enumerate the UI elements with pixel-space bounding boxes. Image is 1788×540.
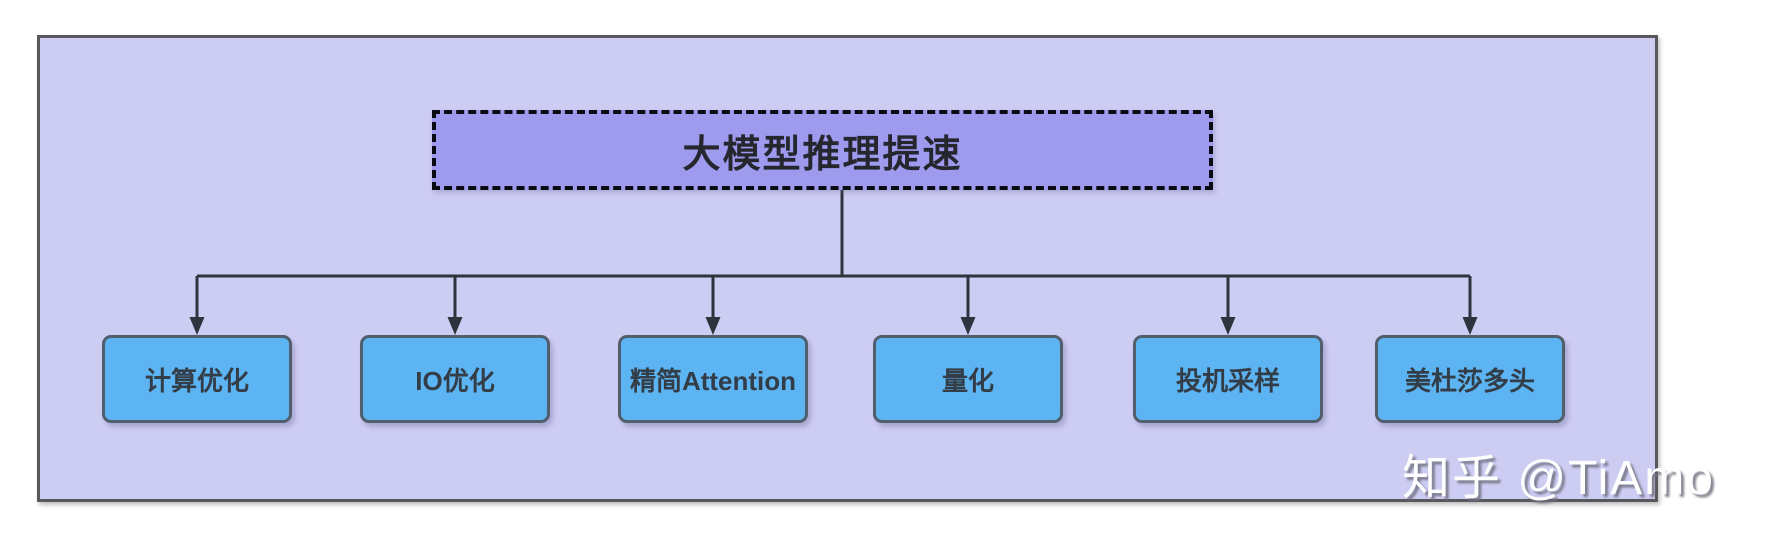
- node-quantization: 量化: [873, 335, 1063, 423]
- node-label: IO优化: [415, 365, 495, 396]
- node-speculative-sampling: 投机采样: [1133, 335, 1323, 423]
- node-label: 美杜莎多头: [1404, 365, 1535, 396]
- node-io-optimization: IO优化: [360, 335, 550, 423]
- node-simplified-attention: 精简Attention: [618, 335, 808, 423]
- diagram-panel: [37, 35, 1658, 502]
- node-label: 投机采样: [1175, 365, 1280, 396]
- zhihu-watermark: 知乎 @TiAmo: [1402, 452, 1715, 505]
- node-label: 大模型推理提速: [682, 133, 963, 176]
- node-root-llm-inference-speedup: 大模型推理提速: [432, 110, 1213, 190]
- node-medusa-multihead: 美杜莎多头: [1375, 335, 1565, 423]
- node-label: 精简Attention: [629, 365, 797, 396]
- node-label: 量化: [941, 365, 994, 396]
- node-compute-optimization: 计算优化: [102, 335, 292, 423]
- node-label: 计算优化: [144, 365, 249, 396]
